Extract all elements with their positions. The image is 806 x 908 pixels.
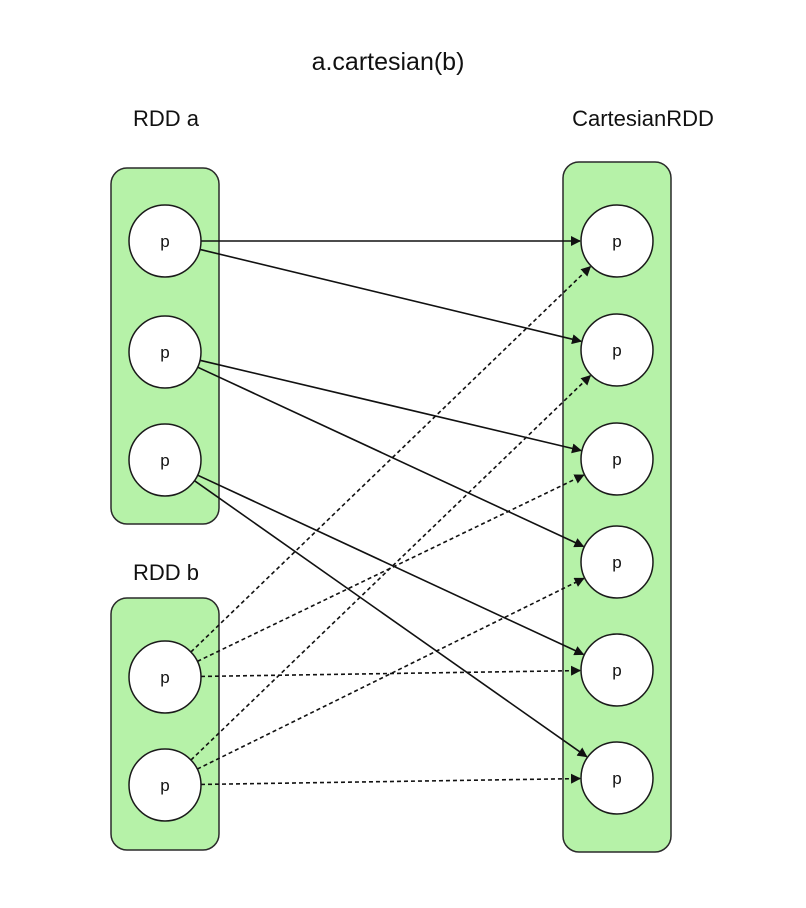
edge-dashed xyxy=(200,773,582,786)
cartesian-rdd-partition-label: p xyxy=(612,661,621,680)
edge-solid xyxy=(197,474,585,656)
rdd-a-partition-node: p xyxy=(128,204,202,278)
rdd-b-partition-node: p xyxy=(128,748,202,822)
edges-layer xyxy=(190,236,592,786)
cartesian-rdd-partition-circle xyxy=(580,422,654,496)
cartesian-rdd-partition-label: p xyxy=(612,769,621,788)
rdd-b-partition-node: p xyxy=(128,640,202,714)
rdd-a-partition-circle xyxy=(128,315,202,389)
rdd-a-partition-node: p xyxy=(128,315,202,389)
edge-dashed xyxy=(190,265,592,653)
cartesian-rdd-partition-label: p xyxy=(612,341,621,360)
rdd-a-label: RDD a xyxy=(133,106,200,131)
rdd-a-partition-label: p xyxy=(160,451,169,470)
cartesian-rdd-label: CartesianRDD xyxy=(572,106,714,131)
cartesian-rdd-partition-label: p xyxy=(612,232,621,251)
rdd-a-partition-node: p xyxy=(128,423,202,497)
rdd-a-partition-circle xyxy=(128,423,202,497)
rdd-a-partition-circle xyxy=(128,204,202,278)
cartesian-rdd-partition-node: p xyxy=(580,741,654,815)
edge-solid xyxy=(197,366,585,548)
cartesian-rdd-partition-node: p xyxy=(580,313,654,387)
edge-dashed xyxy=(190,374,592,761)
cartesian-rdd-partition-circle xyxy=(580,525,654,599)
rdd-b-partition-label: p xyxy=(160,668,169,687)
cartesian-rdd-partition-label: p xyxy=(612,450,621,469)
edge-solid xyxy=(193,480,588,758)
cartesian-rdd-partition-circle xyxy=(580,633,654,707)
cartesian-rdd-partition-node: p xyxy=(580,422,654,496)
diagram-title: a.cartesian(b) xyxy=(312,48,465,76)
rdd-b-partition-circle xyxy=(128,748,202,822)
edge-dashed xyxy=(200,665,582,678)
cartesian-rdd-partition-node: p xyxy=(580,525,654,599)
cartesian-rdd-partition-circle xyxy=(580,313,654,387)
rdd-a-partition-label: p xyxy=(160,343,169,362)
rdd-b-label: RDD b xyxy=(133,560,199,585)
cartesian-rdd-partition-node: p xyxy=(580,204,654,278)
rdd-b-partition-label: p xyxy=(160,776,169,795)
rdd-a-partition-label: p xyxy=(160,232,169,251)
cartesian-rdd-partition-circle xyxy=(580,204,654,278)
edge-dashed xyxy=(197,474,585,663)
nodes-layer: p p p p p p p p p p p xyxy=(128,204,654,822)
rdd-b-partition-circle xyxy=(128,640,202,714)
cartesian-rdd-partition-label: p xyxy=(612,553,621,572)
edge-solid xyxy=(199,248,583,345)
cartesian-rdd-partition-node: p xyxy=(580,633,654,707)
cartesian-rdd-partition-circle xyxy=(580,741,654,815)
edge-solid xyxy=(199,359,582,454)
edge-dashed xyxy=(196,577,585,770)
